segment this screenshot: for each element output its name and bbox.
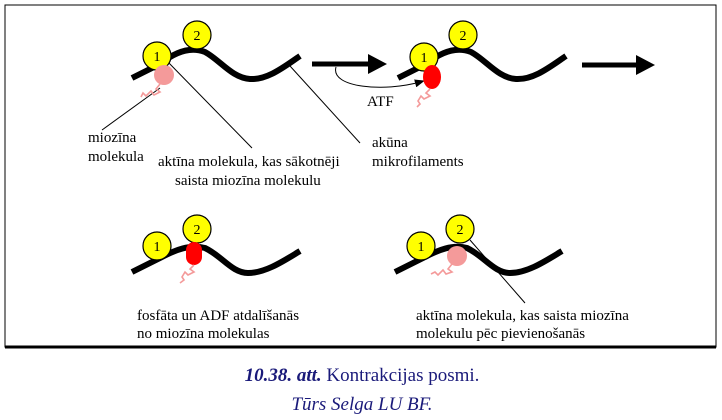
myosin-tail — [140, 83, 162, 98]
actin-filament — [396, 46, 568, 83]
myosin-tail — [430, 263, 454, 277]
figure-caption: 10.38. att. Kontrakcijas posmi. — [245, 365, 480, 386]
label-filament: akūna — [372, 135, 408, 151]
panel-atp-bound: 1 2 — [396, 20, 568, 108]
label-actin-initial: saista miozīna molekulu — [175, 173, 321, 189]
actin-filament — [130, 243, 302, 277]
panel-reattached: 1 2 aktīna molekula, kas saista miozīna … — [393, 214, 629, 342]
label-atp: ATF — [367, 94, 394, 110]
step-arrowhead — [636, 55, 655, 75]
myosin-head-active — [423, 65, 441, 89]
figure-number: 10.38. att. — [245, 365, 322, 386]
bead-label: 1 — [154, 240, 161, 255]
pointer-line — [101, 87, 161, 131]
actin-filament — [393, 243, 564, 277]
bead-label: 2 — [194, 29, 201, 44]
bead-label: 1 — [418, 240, 425, 255]
pointer-line — [469, 239, 526, 304]
label-release: no miozīna molekulas — [137, 326, 270, 342]
frame — [4, 4, 717, 348]
actin-bead-2 — [448, 20, 478, 50]
label-myosin: molekula — [88, 149, 144, 165]
step-arrowhead — [368, 54, 387, 74]
pointer-line — [165, 59, 253, 149]
label-actin-initial: aktīna molekula, kas sākotnēji — [158, 154, 340, 170]
label-actin-after: aktīna molekula, kas saista miozīna — [416, 308, 629, 324]
myosin-tail — [179, 264, 196, 284]
figure-title: Kontrakcijas posmi. — [326, 365, 479, 386]
label-actin-after: molekulu pēc pievienošanās — [416, 326, 585, 342]
panel-initial: 1 2 miozīna molekula aktīna molekula, ka… — [88, 20, 464, 189]
bead-label: 2 — [460, 29, 467, 44]
myosin-head — [447, 246, 467, 266]
bead-label: 1 — [154, 50, 161, 65]
bead-label: 2 — [194, 223, 201, 238]
actin-bead-2 — [182, 20, 212, 50]
actin-bead-2 — [445, 214, 475, 244]
myosin-head-active — [186, 242, 202, 265]
actin-bead-1 — [142, 231, 172, 261]
actin-bead-1 — [409, 42, 439, 72]
actin-bead-1 — [406, 231, 436, 261]
pointer-line — [289, 65, 361, 144]
panel-release: 1 2 fosfāta un ADF atdalīšanās no miozīn… — [130, 214, 302, 342]
myosin-tail — [416, 88, 432, 108]
label-myosin: miozīna — [88, 130, 137, 146]
actin-filament — [130, 46, 302, 83]
figure-author: Tūrs Selga LU BF. — [291, 394, 432, 415]
atp-arrow — [335, 66, 425, 88]
myosin-head — [154, 65, 174, 85]
label-release: fosfāta un ADF atdalīšanās — [137, 308, 299, 324]
bead-label: 1 — [421, 51, 428, 66]
label-filament: mikrofilaments — [372, 154, 464, 170]
bead-label: 2 — [457, 223, 464, 238]
